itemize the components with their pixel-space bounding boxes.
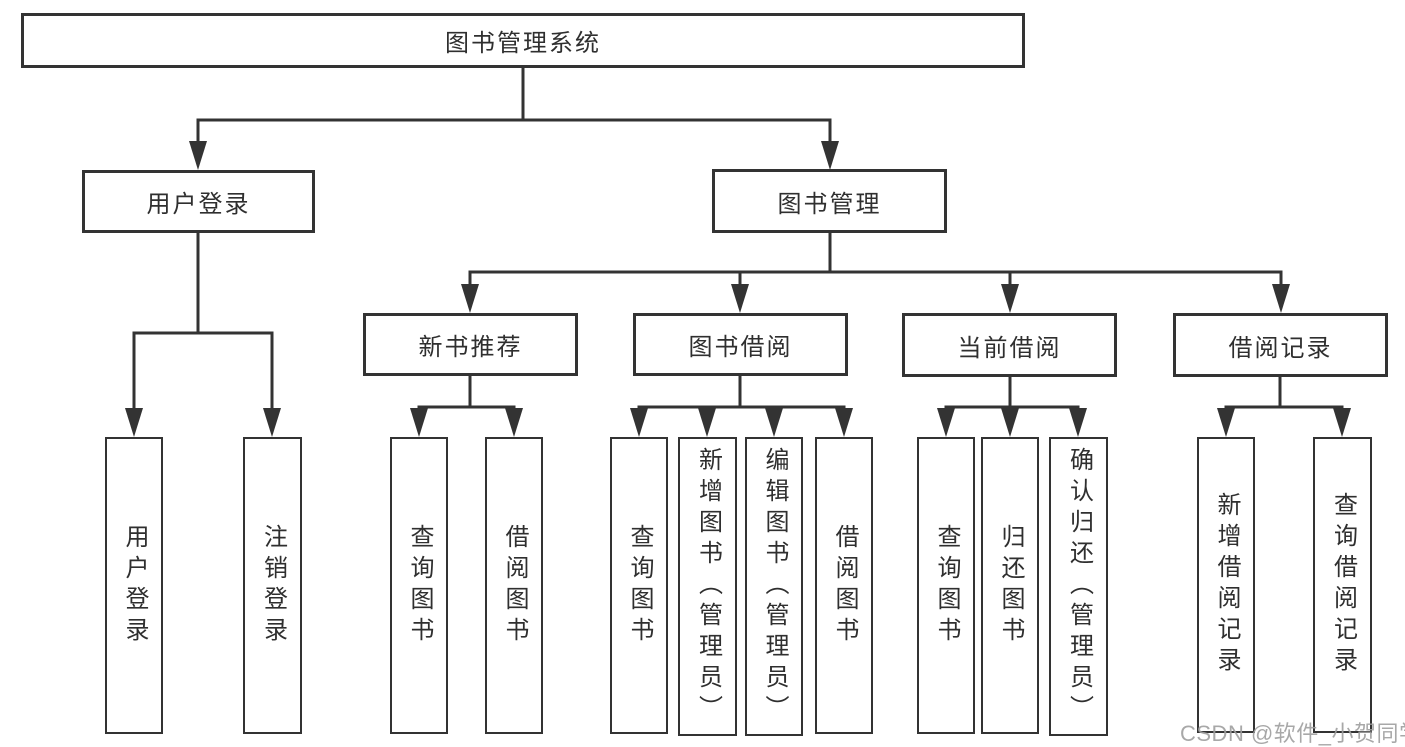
leaf-label: 查询借阅记录 xyxy=(1329,492,1357,678)
leaf-label: 查询图书 xyxy=(406,523,433,648)
leaf-label: 查询图书 xyxy=(626,523,653,648)
leaf-logout: 注销登录 xyxy=(243,437,302,734)
leaf-add-borrow-record: 新增借阅记录 xyxy=(1197,437,1255,733)
node-label: 当前借阅 xyxy=(957,334,1062,362)
leaf-confirm-return-admin: 确认归还（管理员） xyxy=(1049,437,1108,736)
leaf-label: 用户登录 xyxy=(121,523,148,648)
node-label: 图书管理系统 xyxy=(445,30,601,57)
node-current-borrowing: 当前借阅 xyxy=(902,313,1117,377)
leaf-query-books-current: 查询图书 xyxy=(917,437,975,734)
node-label: 借阅记录 xyxy=(1228,334,1333,362)
leaf-borrow-books-borrowing: 借阅图书 xyxy=(815,437,873,734)
leaf-query-borrow-record: 查询借阅记录 xyxy=(1313,437,1372,733)
node-label: 图书借阅 xyxy=(688,334,793,361)
leaf-add-books-admin: 新增图书（管理员） xyxy=(678,437,737,736)
leaf-label: 新增图书（管理员） xyxy=(694,447,722,726)
node-new-book-recommendation: 新书推荐 xyxy=(363,313,578,376)
leaf-label: 归还图书 xyxy=(997,523,1024,648)
node-label: 新书推荐 xyxy=(418,334,523,361)
leaf-label: 借阅图书 xyxy=(501,523,528,648)
node-label: 图书管理 xyxy=(777,190,882,218)
leaf-query-books-recommendation: 查询图书 xyxy=(390,437,448,734)
leaf-edit-books-admin: 编辑图书（管理员） xyxy=(745,437,803,736)
node-label: 用户登录 xyxy=(146,191,251,218)
node-book-management: 图书管理 xyxy=(712,169,947,233)
node-library-management-system: 图书管理系统 xyxy=(21,13,1025,68)
leaf-label: 注销登录 xyxy=(259,523,287,648)
leaf-label: 新增借阅记录 xyxy=(1213,492,1240,678)
node-user-login: 用户登录 xyxy=(82,170,315,233)
leaf-return-books: 归还图书 xyxy=(981,437,1039,734)
csdn-watermark: CSDN @软件_小贺同学 xyxy=(1180,721,1405,746)
node-borrowing-records: 借阅记录 xyxy=(1173,313,1388,377)
leaf-label: 确认归还（管理员） xyxy=(1065,447,1093,726)
node-book-borrowing: 图书借阅 xyxy=(633,313,848,376)
leaf-user-login: 用户登录 xyxy=(105,437,163,734)
leaf-label: 借阅图书 xyxy=(831,523,858,648)
leaf-query-books-borrowing: 查询图书 xyxy=(610,437,668,734)
leaf-label: 查询图书 xyxy=(933,523,960,648)
arrowheads xyxy=(125,141,1351,437)
leaf-label: 编辑图书（管理员） xyxy=(761,447,788,726)
leaf-borrow-books-recommendation: 借阅图书 xyxy=(485,437,543,734)
